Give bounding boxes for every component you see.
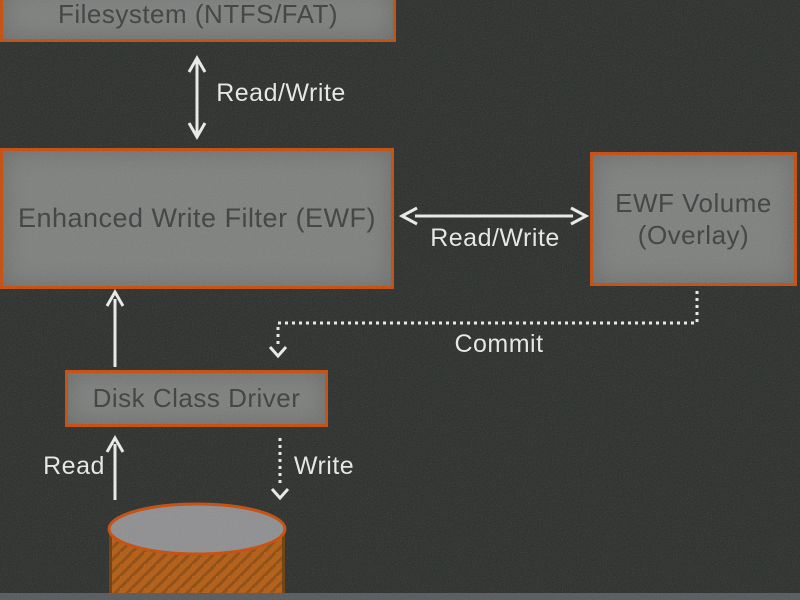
disk-cylinder-icon <box>107 502 287 600</box>
edge-label-write: Write <box>293 452 355 480</box>
arrow-ewf-overlay <box>398 206 590 226</box>
node-ewf-volume-overlay: EWF Volume (Overlay) <box>590 152 797 286</box>
node-ewf-label: Enhanced Write Filter (EWF) <box>17 203 377 233</box>
node-enhanced-write-filter: Enhanced Write Filter (EWF) <box>0 148 394 289</box>
arrow-read <box>105 434 125 500</box>
bottom-edge-strip <box>0 593 800 600</box>
node-ewf-volume-label-line2: (Overlay) <box>637 220 750 250</box>
node-filesystem: Filesystem (NTFS/FAT) <box>0 0 396 42</box>
node-filesystem-label: Filesystem (NTFS/FAT) <box>57 0 339 29</box>
edge-label-commit: Commit <box>454 330 544 358</box>
edge-label-read-write-middle: Read/Write <box>430 224 560 252</box>
node-ewf-volume-label-line1: EWF Volume <box>615 187 772 218</box>
edge-label-read-write-top: Read/Write <box>216 79 346 107</box>
edge-label-read: Read <box>43 452 105 480</box>
arrow-write-dotted <box>270 438 290 501</box>
arrow-filesystem-ewf <box>187 54 207 141</box>
node-disk-class-driver-label: Disk Class Driver <box>92 383 301 413</box>
node-disk-class-driver: Disk Class Driver <box>65 370 328 427</box>
arrow-dcd-ewf <box>105 288 125 367</box>
